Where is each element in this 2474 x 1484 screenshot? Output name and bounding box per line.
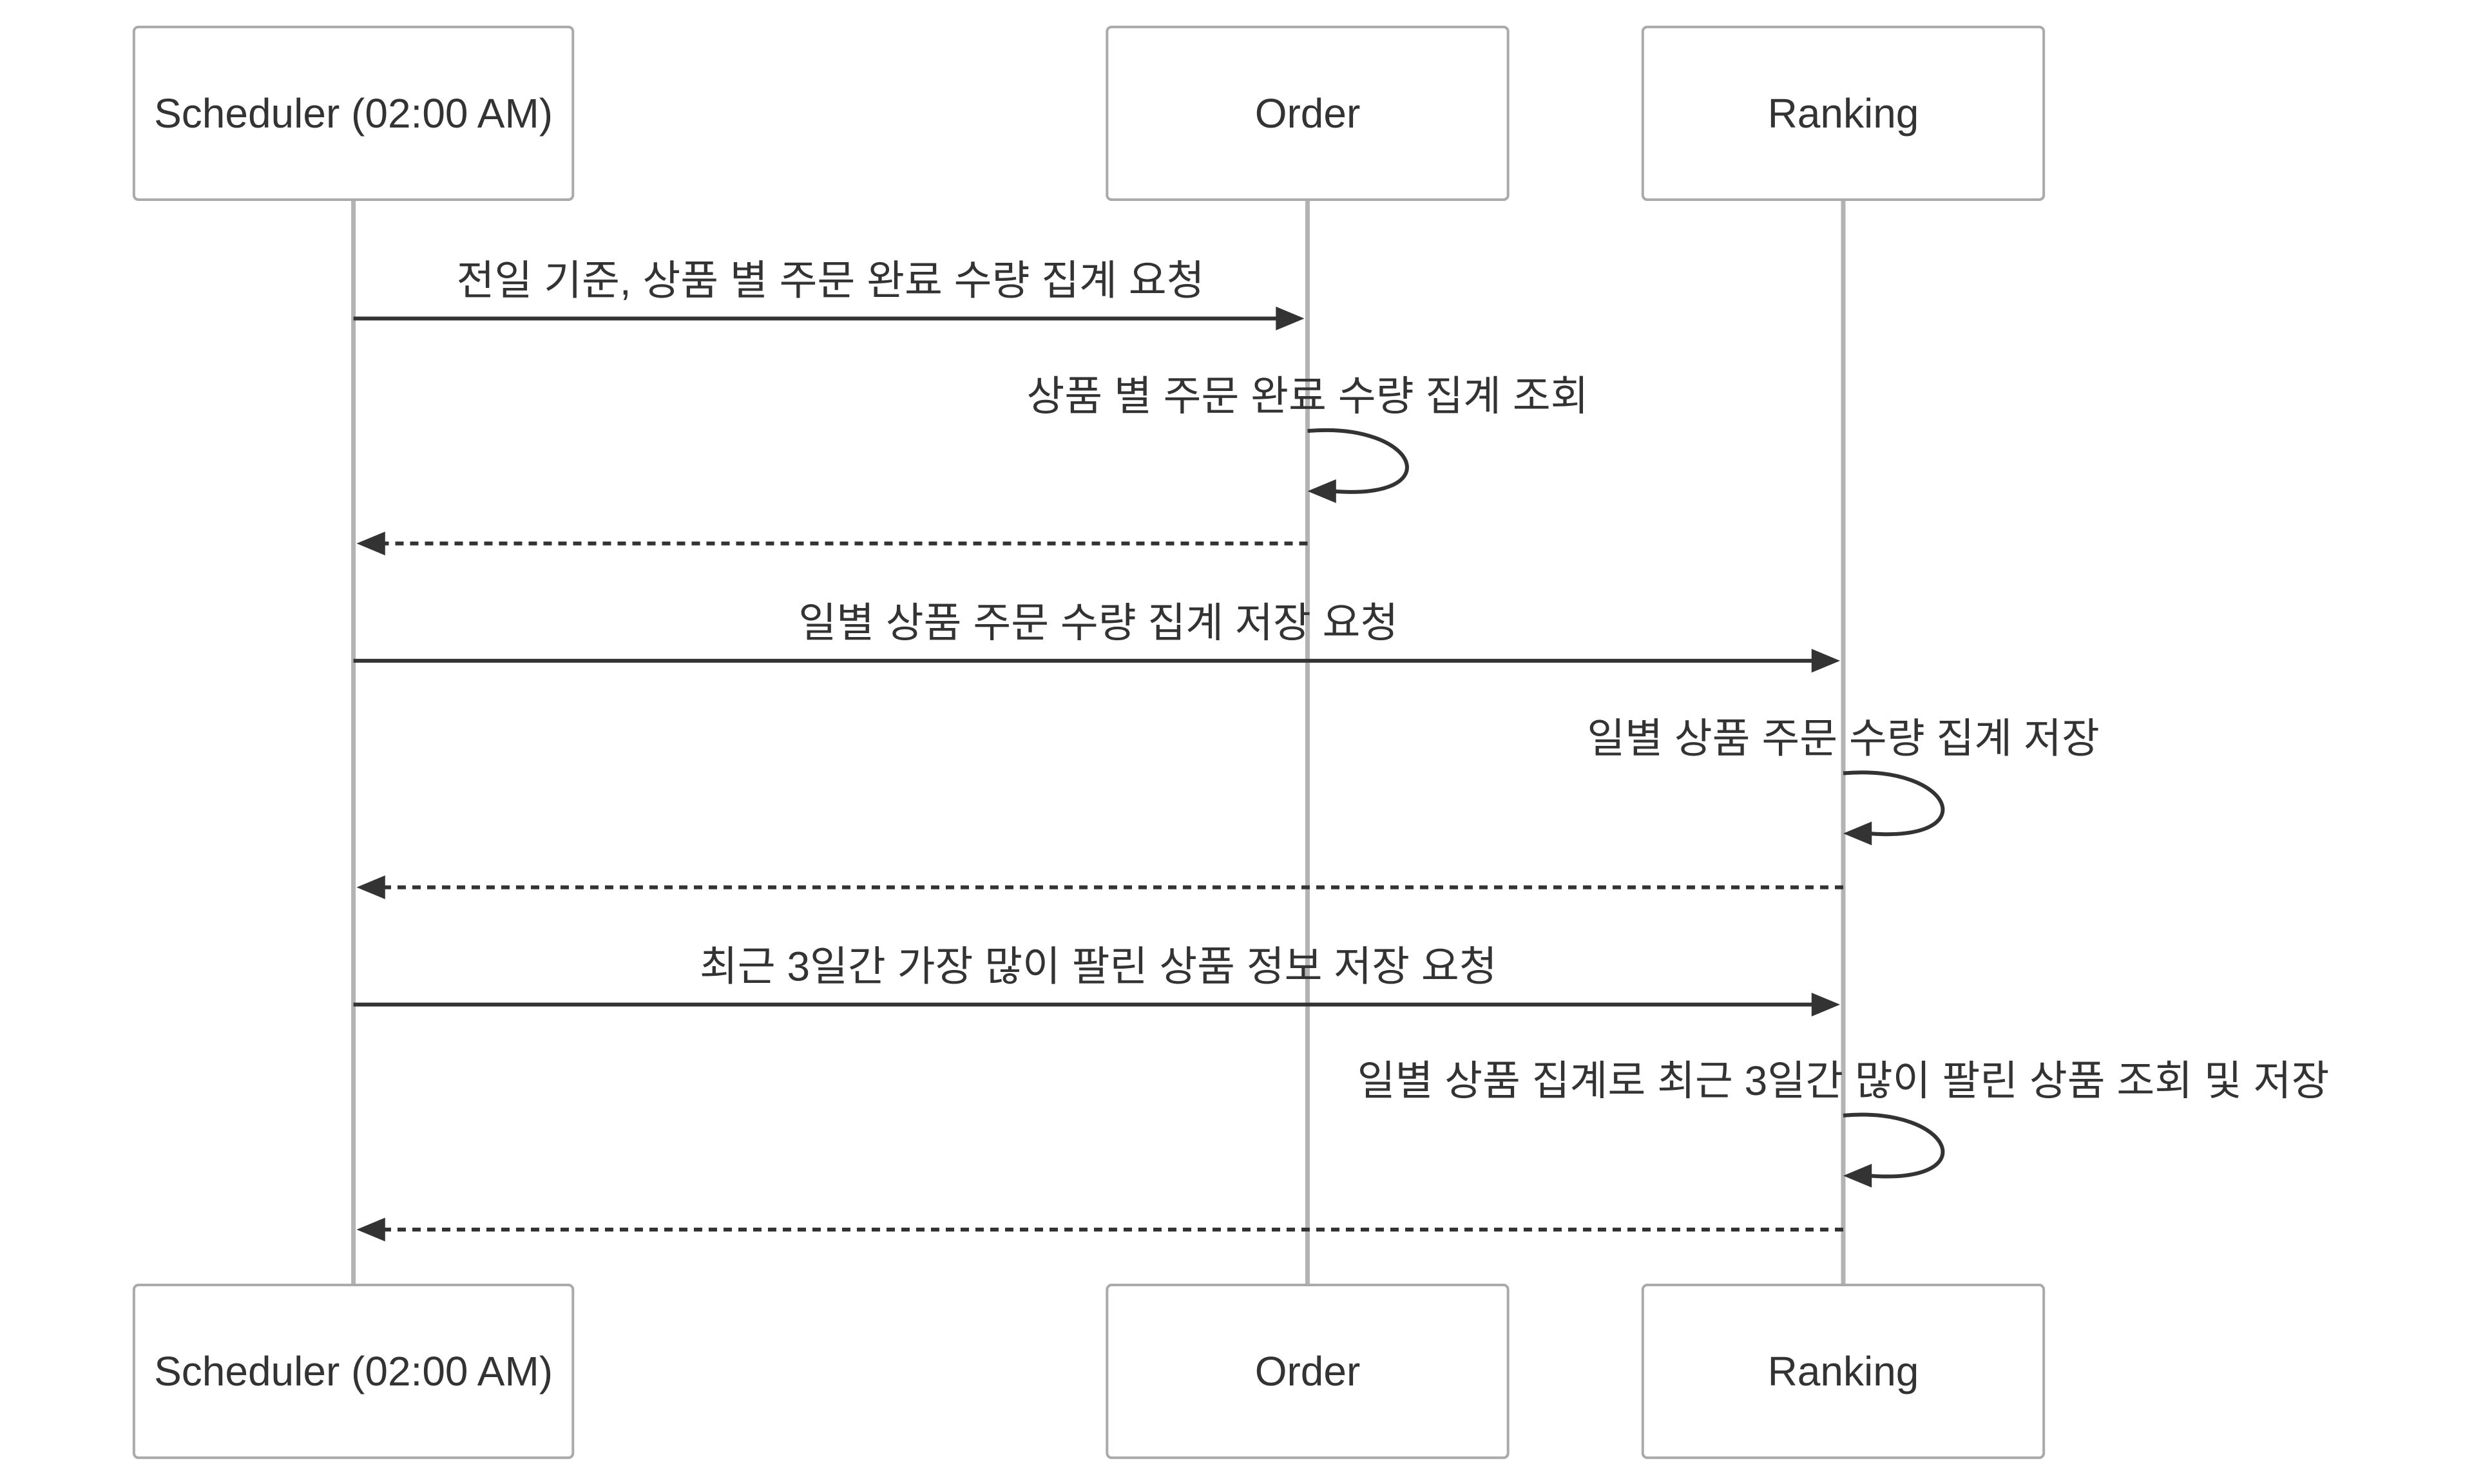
scheduler-actor-top: Scheduler (02:00 AM)	[132, 25, 575, 201]
message-label: 최근 3일간 가장 많이 팔린 상품 정보 저장 요청	[700, 944, 1497, 990]
ranking-actor-label: Ranking	[1768, 90, 1919, 137]
arrowhead-icon	[1811, 649, 1841, 673]
arrowhead-icon	[356, 875, 385, 900]
arrowhead-icon	[1811, 993, 1841, 1017]
message-label: 일별 상품 주문 수량 집계 저장 요청	[798, 600, 1398, 646]
scheduler-actor-bottom: Scheduler (02:00 AM)	[132, 1284, 575, 1460]
scheduler-actor-box	[132, 25, 575, 201]
scheduler-actor-label: Scheduler (02:00 AM)	[154, 1348, 553, 1394]
self-call-loop	[1843, 770, 1945, 837]
arrowhead-icon	[356, 531, 385, 556]
order-actor-bottom: Order	[1106, 1284, 1510, 1460]
message-5: 일별 상품 주문 수량 집계 저장	[1587, 716, 2100, 846]
ranking-actor-box	[1641, 1284, 2046, 1460]
message-7: 최근 3일간 가장 많이 팔린 상품 정보 저장 요청	[353, 944, 1841, 1017]
message-6	[356, 875, 1843, 900]
message-2: 상품 별 주문 완료 수량 집계 조회	[1026, 373, 1589, 504]
ranking-actor-box	[1641, 25, 2046, 201]
self-call-loop	[1843, 1112, 1945, 1179]
order-actor-label: Order	[1255, 90, 1361, 137]
order-actor-top: Order	[1106, 25, 1510, 201]
self-call-loop	[1307, 428, 1409, 494]
message-4: 일별 상품 주문 수량 집계 저장 요청	[353, 600, 1841, 673]
scheduler-actor-label: Scheduler (02:00 AM)	[154, 90, 553, 137]
scheduler-actor-box	[132, 1284, 575, 1460]
ranking-actor-label: Ranking	[1768, 1348, 1919, 1394]
message-9	[356, 1217, 1843, 1242]
lifelines	[351, 199, 1846, 1286]
actors: Scheduler (02:00 AM) Scheduler (02:00 AM)…	[132, 25, 2046, 1460]
message-label: 상품 별 주문 완료 수량 집계 조회	[1026, 373, 1588, 419]
ranking-actor-top: Ranking	[1641, 25, 2046, 201]
arrowhead-icon	[1843, 1163, 1872, 1188]
ranking-actor-bottom: Ranking	[1641, 1284, 2046, 1460]
order-actor-box	[1106, 25, 1510, 201]
order-actor-label: Order	[1255, 1348, 1361, 1394]
message-8: 일별 상품 집계로 최근 3일간 많이 팔린 상품 조회 및 저장	[1357, 1058, 2330, 1188]
message-1: 전일 기준, 상품 별 주문 완료 수량 집계 요청	[353, 258, 1305, 330]
arrowhead-icon	[1843, 821, 1872, 846]
order-actor-box	[1106, 1284, 1510, 1460]
message-label: 전일 기준, 상품 별 주문 완료 수량 집계 요청	[457, 258, 1205, 304]
message-3	[356, 531, 1308, 556]
arrowhead-icon	[1276, 307, 1305, 330]
message-label: 일별 상품 집계로 최근 3일간 많이 팔린 상품 조회 및 저장	[1357, 1058, 2330, 1104]
arrowhead-icon	[1307, 479, 1336, 504]
message-label: 일별 상품 주문 수량 집계 저장	[1587, 716, 2099, 762]
arrowhead-icon	[356, 1217, 385, 1242]
